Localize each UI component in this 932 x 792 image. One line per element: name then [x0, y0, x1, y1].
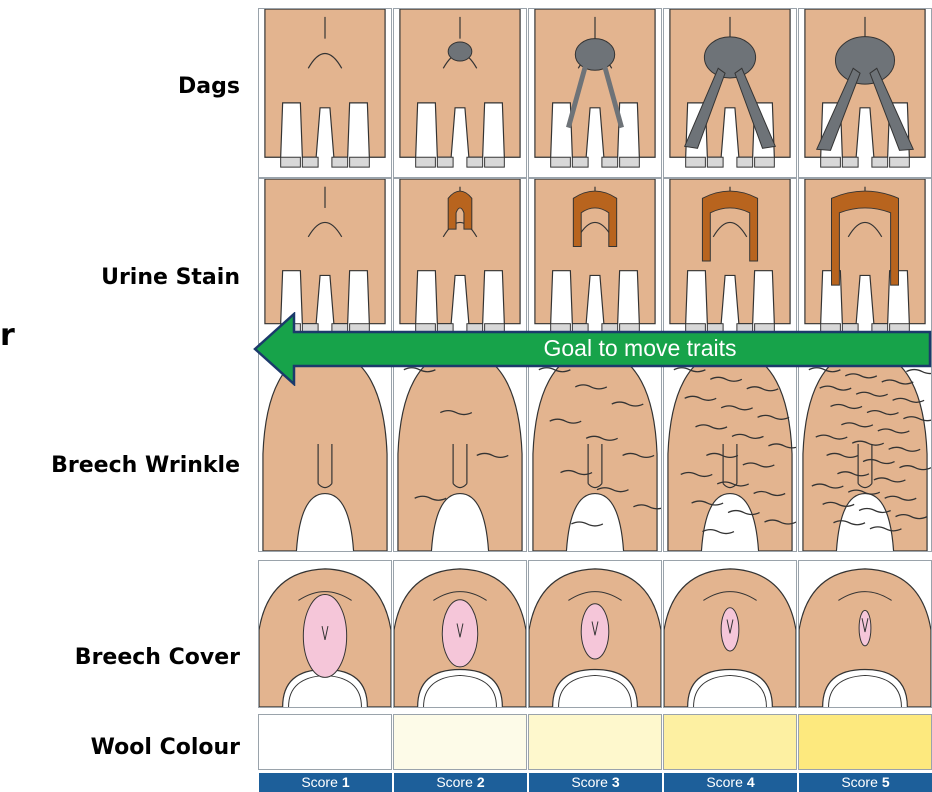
- score-prefix: Score: [436, 774, 473, 790]
- score-prefix: Score: [841, 774, 878, 790]
- cover-score-4-illustration: [663, 560, 797, 708]
- colour-score-5-illustration: [798, 714, 932, 770]
- row-label-urine-stain: Urine Stain: [101, 265, 240, 290]
- score-number: 4: [747, 774, 755, 790]
- colour-score-2-illustration: [393, 714, 527, 770]
- cropped-label-fragment: r: [0, 318, 15, 353]
- row-label-breech-wrinkle: Breech Wrinkle: [51, 453, 240, 478]
- score-number: 1: [342, 774, 350, 790]
- arrow-label: Goal to move traits: [440, 331, 840, 365]
- cover-score-1-illustration: [258, 560, 392, 708]
- cover-score-5-illustration: [798, 560, 932, 708]
- score-prefix: Score: [301, 774, 338, 790]
- colour-score-1-illustration: [258, 714, 392, 770]
- dags-score-1-illustration: [258, 8, 392, 178]
- cover-score-3-illustration: [528, 560, 662, 708]
- score-number: 2: [477, 774, 485, 790]
- dags-score-4-illustration: [663, 8, 797, 178]
- score-number: 3: [612, 774, 620, 790]
- dags-score-2-illustration: [393, 8, 527, 178]
- dags-score-5-illustration: [798, 8, 932, 178]
- row-label-wool-colour: Wool Colour: [91, 735, 240, 760]
- dags-score-3-illustration: [528, 8, 662, 178]
- colour-score-4-illustration: [663, 714, 797, 770]
- row-label-dags: Dags: [178, 74, 240, 99]
- row-label-breech-cover: Breech Cover: [75, 645, 240, 670]
- colour-score-3-illustration: [528, 714, 662, 770]
- score-prefix: Score: [706, 774, 743, 790]
- score-prefix: Score: [571, 774, 608, 790]
- cover-score-2-illustration: [393, 560, 527, 708]
- score-number: 5: [882, 774, 890, 790]
